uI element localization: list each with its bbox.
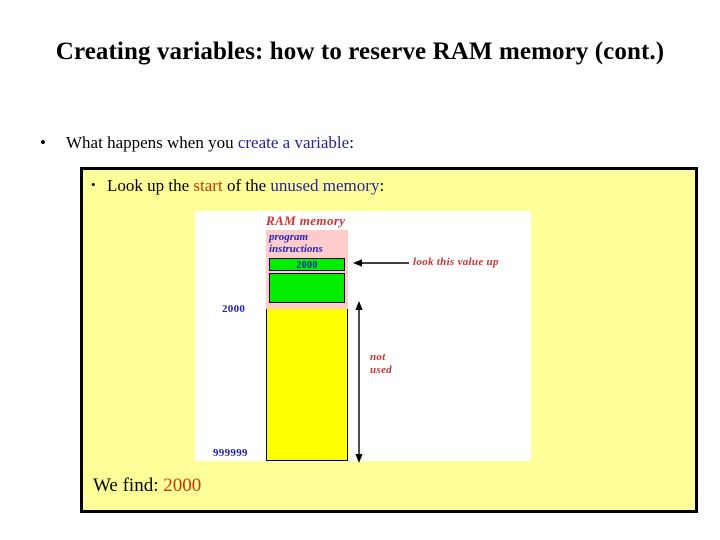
ram-memory-diagram: RAM memory program instructions 2000 200… — [195, 211, 531, 463]
address-label-start: 2000 — [222, 303, 246, 315]
pointer-value-text: 2000 — [296, 260, 318, 271]
bullet2-text-unused-memory: unused memory — [270, 176, 380, 195]
program-label-line1: program — [269, 231, 309, 243]
bullet-marker-icon: • — [40, 133, 46, 152]
content-panel: • Look up the start of the unused memory:… — [80, 167, 698, 513]
program-instructions-label: program instructions — [269, 231, 323, 256]
bullet1-text-plain: What happens when you — [66, 133, 238, 152]
unused-span-arrow-icon — [355, 301, 363, 463]
bullet1-text-tail: : — [349, 133, 354, 152]
ram-memory-title: RAM memory — [266, 213, 346, 228]
bullet-marker-icon: • — [91, 177, 96, 192]
unused-memory-block — [266, 309, 348, 461]
conclusion-line: We find: 2000 — [93, 475, 201, 497]
bullet2-text-mid: of the — [222, 176, 271, 195]
bullet2-text-start: start — [193, 176, 223, 195]
bullet1-text-accent: create a variable — [237, 133, 350, 152]
program-label-line2: instructions — [269, 243, 323, 256]
bullet2-text-lead: Look up the — [107, 176, 194, 195]
page-title: Creating variables: how to reserve RAM m… — [55, 38, 665, 65]
conclusion-value: 2000 — [163, 475, 202, 496]
bullet-level2: • Look up the start of the unused memory: — [91, 176, 384, 196]
pointer-value-box: 2000 — [269, 258, 345, 271]
allocated-memory-block — [269, 273, 345, 303]
pointer-arrow-icon — [353, 259, 409, 267]
bullet2-text-tail: : — [379, 176, 385, 195]
span-label-line2: used — [370, 363, 392, 376]
span-label-line1: not — [370, 351, 386, 363]
pointer-callout-label: look this value up — [413, 256, 499, 268]
address-label-end: 999999 — [213, 447, 248, 459]
bullet-level1: • What happens when you create a variable… — [40, 133, 680, 153]
conclusion-label: We find: — [93, 475, 164, 496]
unused-span-label: not used — [370, 351, 392, 377]
